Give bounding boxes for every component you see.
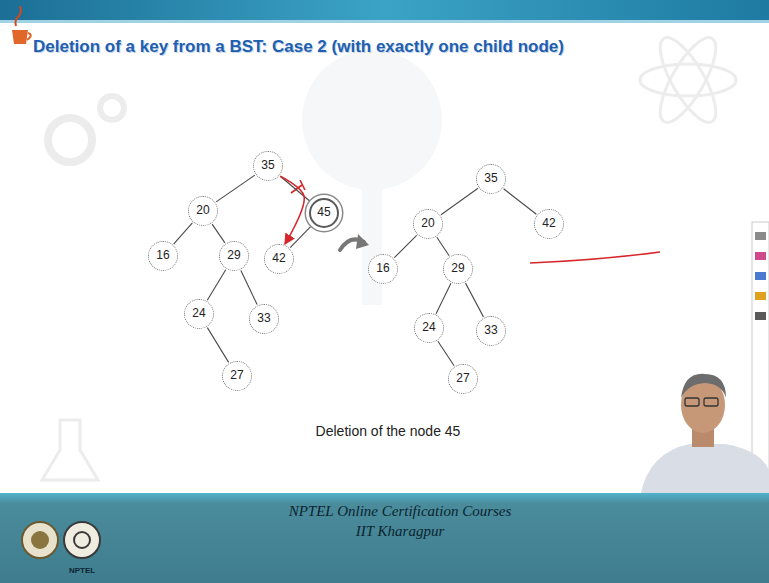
faint-atom	[650, 30, 726, 129]
tree-node: 29	[443, 254, 473, 284]
faint-flask	[42, 420, 98, 480]
footer-text: IIT Kharagpur	[356, 523, 445, 540]
presenter-glasses	[704, 398, 718, 406]
node-key: 24	[422, 321, 435, 334]
tree-node: 16	[368, 254, 398, 284]
tree-node: 27	[222, 361, 252, 391]
footer-text: NPTEL Online Certification Courses	[289, 503, 512, 520]
iit-logo	[22, 522, 58, 558]
node-key: 29	[451, 262, 464, 275]
faint-atom	[650, 30, 726, 129]
tree-edge	[280, 176, 311, 202]
tree-edge	[437, 237, 449, 255]
node-key: 33	[484, 324, 497, 337]
tree-edge	[504, 189, 537, 214]
tree-edge	[436, 283, 451, 313]
toolbar-icon	[755, 272, 766, 280]
tree-node: 16	[148, 241, 178, 271]
logo-steam	[15, 6, 20, 26]
pen-toolbar	[752, 222, 769, 472]
node-key: 16	[156, 249, 169, 262]
tree-node: 20	[188, 196, 218, 226]
tree-edge	[241, 270, 257, 304]
logo-caption: NPTEL	[69, 566, 95, 575]
red-underline-stroke	[530, 252, 660, 263]
tree-edge	[438, 341, 454, 365]
logo-handle	[27, 33, 31, 40]
presenter-glasses	[685, 398, 699, 406]
presenter-shirt	[640, 444, 769, 497]
transition-arrowhead	[356, 234, 369, 249]
node-key: 29	[227, 249, 240, 262]
toolbar-icon	[755, 312, 766, 320]
nptel-logo	[74, 532, 90, 548]
tree-edge	[207, 328, 228, 363]
tree-node: 24	[414, 313, 444, 343]
faint-atom	[640, 64, 736, 96]
node-key: 45	[317, 206, 330, 219]
tree-node: 33	[476, 316, 506, 346]
deleted-node: 45	[309, 198, 339, 228]
faint-tree-crown	[302, 50, 442, 190]
node-key: 16	[376, 262, 389, 275]
tree-node: 42	[264, 244, 294, 274]
figure-caption: Deletion of the node 45	[316, 423, 461, 439]
node-key: 24	[192, 307, 205, 320]
node-key: 20	[421, 217, 434, 230]
tree-node: 35	[253, 151, 283, 181]
node-key: 27	[230, 369, 243, 382]
tree-node: 20	[413, 209, 443, 239]
faint-gear	[48, 118, 92, 162]
tree-node: 27	[448, 364, 478, 394]
tree-node: 24	[184, 299, 214, 329]
tree-edge	[394, 235, 416, 257]
node-key: 42	[542, 217, 555, 230]
tree-edge	[212, 224, 225, 243]
slide-title: Deletion of a key from a BST: Case 2 (wi…	[33, 37, 564, 57]
logo-cup	[12, 30, 28, 44]
header-band	[0, 0, 769, 20]
tree-node: 35	[476, 164, 506, 194]
header-rule	[0, 20, 769, 23]
tree-edge	[207, 270, 225, 301]
node-key: 33	[257, 312, 270, 325]
tree-edge	[441, 188, 478, 214]
presenter-hair	[681, 374, 726, 398]
node-key: 20	[196, 204, 209, 217]
toolbar-icon	[755, 252, 766, 260]
node-key: 35	[484, 172, 497, 185]
tree-edge	[174, 223, 193, 244]
node-key: 42	[272, 252, 285, 265]
iit-logo	[31, 531, 49, 549]
node-key: 35	[261, 159, 274, 172]
faint-gear	[100, 96, 124, 120]
node-key: 27	[456, 372, 469, 385]
tree-node: 29	[219, 241, 249, 271]
toolbar-icon	[755, 232, 766, 240]
toolbar-icon	[755, 292, 766, 300]
tree-edge	[216, 175, 255, 202]
nptel-logo	[64, 522, 100, 558]
red-tick-mark	[300, 180, 305, 190]
tree-edge	[466, 283, 484, 317]
relink-arrow	[280, 176, 304, 244]
tree-node: 33	[249, 304, 279, 334]
tree-node: 42	[534, 209, 564, 239]
footer-band	[0, 493, 769, 583]
